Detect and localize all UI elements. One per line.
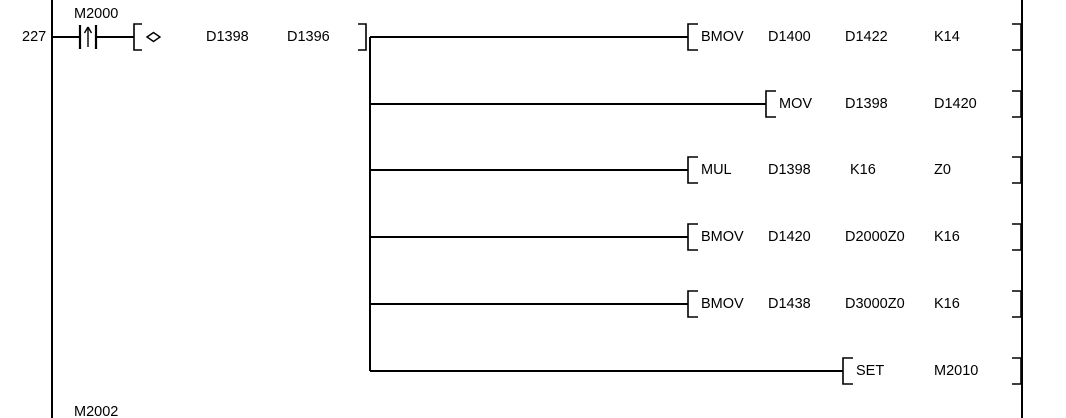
instr-close-bracket-1: [1012, 23, 1022, 51]
instr-close-bracket-3: [1012, 156, 1022, 184]
instruction-4-operand-2[interactable]: D2000Z0: [845, 229, 905, 245]
instruction-3-operand-3[interactable]: Z0: [934, 162, 951, 178]
instruction-4-operand-1[interactable]: D1420: [768, 229, 811, 245]
instruction-5-operand-2[interactable]: D3000Z0: [845, 296, 905, 312]
instruction-name-4[interactable]: BMOV: [701, 229, 744, 245]
rising-edge-arrow-head-right: [87, 26, 93, 34]
instruction-name-3[interactable]: MUL: [701, 162, 732, 178]
contact-label-m2000[interactable]: M2000: [74, 6, 119, 22]
instr-open-bracket-3: [687, 156, 698, 184]
instruction-3-operand-1[interactable]: D1398: [768, 162, 811, 178]
instruction-4-operand-3[interactable]: K16: [934, 229, 960, 245]
instruction-name-1[interactable]: BMOV: [701, 29, 744, 45]
instr-open-bracket-4: [687, 223, 698, 251]
instr-close-bracket-6: [1012, 357, 1022, 385]
compare-operand-1[interactable]: D1398: [206, 29, 249, 45]
instr-open-bracket-6: [842, 357, 853, 385]
rising-edge-arrow-head-left: [83, 26, 89, 34]
instr-open-bracket-1: [687, 23, 698, 51]
instruction-1-operand-3[interactable]: K14: [934, 29, 960, 45]
instr-close-bracket-5: [1012, 290, 1022, 318]
step-number: 227: [22, 29, 47, 45]
instr-open-bracket-5: [687, 290, 698, 318]
compare-open-bracket: [133, 23, 142, 51]
instruction-1-operand-2[interactable]: D1422: [845, 29, 888, 45]
instruction-name-2[interactable]: MOV: [779, 96, 813, 112]
instr-close-bracket-2: [1012, 90, 1022, 118]
instruction-2-operand-1[interactable]: D1398: [845, 96, 888, 112]
instruction-3-operand-2[interactable]: K16: [850, 162, 876, 178]
compare-operand-2[interactable]: D1396: [287, 29, 330, 45]
instruction-name-5[interactable]: BMOV: [701, 296, 744, 312]
not-equal-glyph: [145, 31, 162, 43]
instr-open-bracket-2: [765, 90, 776, 118]
instruction-5-operand-3[interactable]: K16: [934, 296, 960, 312]
compare-close-bracket: [358, 23, 367, 51]
instruction-name-6[interactable]: SET: [856, 363, 885, 379]
instruction-5-operand-1[interactable]: D1438: [768, 296, 811, 312]
instr-close-bracket-4: [1012, 223, 1022, 251]
instruction-1-operand-1[interactable]: D1400: [768, 29, 811, 45]
instruction-2-operand-2[interactable]: D1420: [934, 96, 977, 112]
instruction-6-operand-1[interactable]: M2010: [934, 363, 979, 379]
next-rung-contact-label[interactable]: M2002: [74, 405, 119, 418]
